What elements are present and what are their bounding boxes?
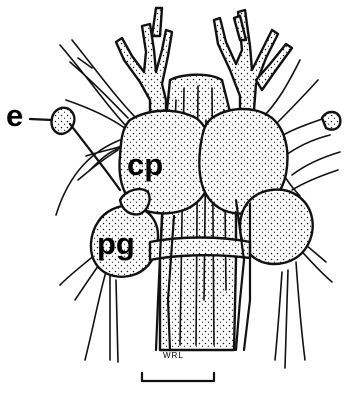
artist-initials: WRL <box>163 352 184 360</box>
right-terminal <box>322 112 340 130</box>
e-pointer-line <box>30 119 52 120</box>
pg-label: pg <box>97 228 135 259</box>
e-terminal <box>51 108 74 134</box>
scale-bar <box>142 373 214 381</box>
e-label: e <box>6 100 23 131</box>
cp-label: cp <box>127 149 163 180</box>
